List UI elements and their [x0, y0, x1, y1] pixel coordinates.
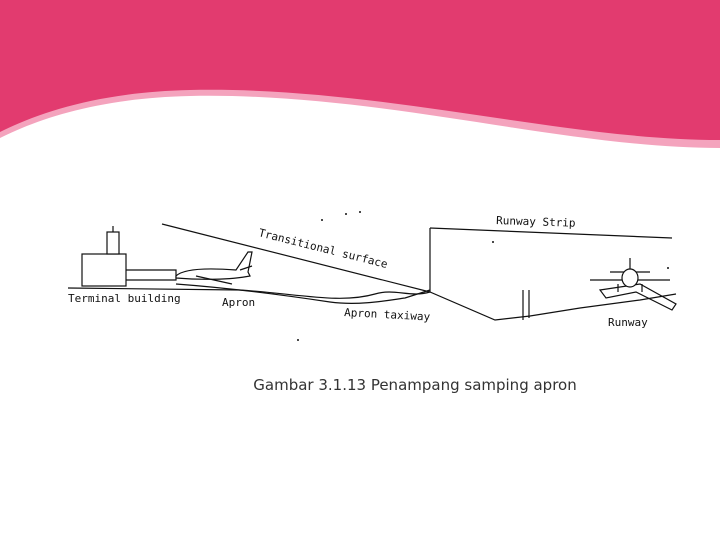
label-terminal-building: Terminal building — [68, 292, 181, 305]
figure-caption: Gambar 3.1.13 Penampang samping apron — [253, 376, 577, 394]
jet-bridge-shape — [126, 269, 177, 281]
aircraft-runway-icon — [590, 258, 670, 292]
runway-strip-line — [429, 227, 673, 239]
label-apron-taxiway: Apron taxiway — [344, 306, 431, 324]
label-transitional-surface: Transitional surface — [257, 226, 389, 271]
label-runway: Runway — [608, 316, 648, 329]
header-banner — [0, 0, 720, 148]
banner-shape — [0, 0, 720, 140]
ground-profile-lower — [175, 283, 431, 304]
aircraft-apron-icon — [175, 251, 253, 285]
transitional-surface-line — [161, 223, 431, 293]
label-runway-strip: Runway Strip — [496, 214, 576, 230]
apron-cross-section-diagram: Terminal building Apron Transitional sur… — [67, 211, 677, 341]
label-apron: Apron — [222, 296, 255, 309]
terminal-building-shape — [81, 253, 127, 287]
control-tower-shape — [106, 231, 120, 255]
